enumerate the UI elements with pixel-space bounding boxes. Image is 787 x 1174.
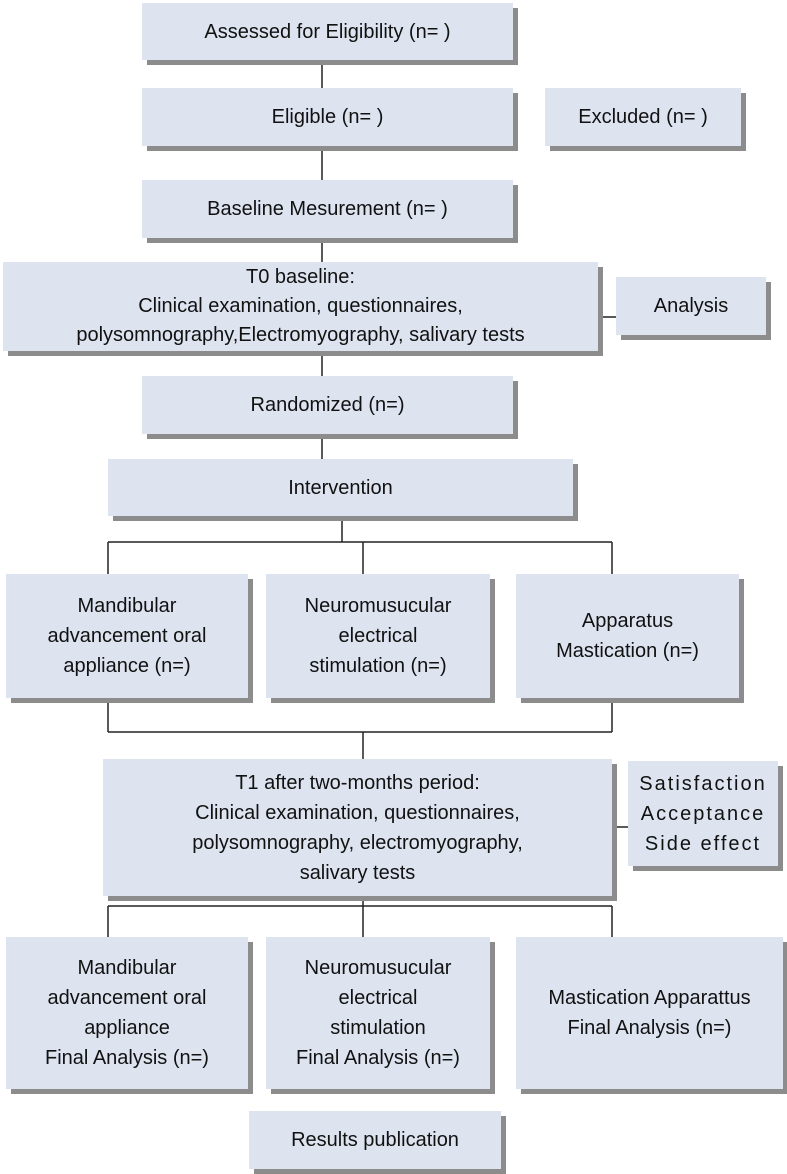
excluded-box: Excluded (n= ) (545, 88, 741, 146)
eligible-box: Eligible (n= ) (142, 88, 513, 146)
t0-line-2: Clinical examination, questionnaires, (138, 295, 463, 317)
randomized-box: Randomized (n=) (142, 376, 513, 434)
results-box: Results publication (249, 1111, 501, 1169)
assessed-label: Assessed for Eligibility (n= ) (204, 20, 451, 43)
final-neuromuscular-line-4: Final Analysis (n=) (296, 1047, 460, 1069)
t1-line-3: polysomnography, electromyography, (192, 831, 523, 854)
intervention-box: Intervention (108, 459, 573, 516)
results-label: Results publication (291, 1129, 459, 1151)
baseline-measurement-label: Baseline Mesurement (n= ) (207, 198, 448, 220)
final-neuromuscular-line-1: Neuromusucular (304, 957, 452, 979)
final-mandibular-line-1: Mandibular (77, 957, 177, 979)
final-mastication-line-2: Final Analysis (n=) (567, 1017, 732, 1039)
satisfaction-label: Satisfaction (639, 772, 767, 795)
arm-neuromuscular-line-2: electrical (338, 625, 418, 647)
final-neuromuscular-line-2: electrical (338, 987, 418, 1009)
arm-mandibular-line-3: appliance (n=) (63, 655, 191, 677)
final-mastication-box: Mastication Apparattus Final Analysis (n… (516, 937, 783, 1089)
arm-neuromuscular-line-1: Neuromusucular (304, 595, 452, 617)
final-mastication-line-1: Mastication Apparattus (548, 987, 751, 1009)
eligible-label: Eligible (n= ) (271, 106, 384, 128)
excluded-label: Excluded (n= ) (578, 106, 708, 128)
t0-line-3: polysomnography,Electromyography, saliva… (76, 324, 525, 346)
arm-neuromuscular-box: Neuromusucular electrical stimulation (n… (266, 574, 490, 698)
analysis-label: Analysis (653, 295, 729, 317)
t0-baseline-box: T0 baseline: Clinical examination, quest… (3, 262, 598, 351)
t1-line-4: salivary tests (299, 861, 416, 884)
arm-neuromuscular-line-3: stimulation (n=) (309, 655, 447, 677)
arm-mandibular-box: Mandibular advancement oral appliance (n… (6, 574, 248, 698)
t1-box: T1 after two-months period: Clinical exa… (103, 759, 612, 896)
intervention-label: Intervention (288, 476, 393, 499)
analysis-box: Analysis (616, 277, 766, 335)
t1-side-box: Satisfaction Acceptance Side effect (628, 761, 778, 866)
side-effect-label: Side effect (644, 832, 762, 855)
arm-apparatus-box: Apparatus Mastication (n=) (516, 574, 739, 698)
t0-title: T0 baseline: (246, 266, 355, 288)
final-mandibular-box: Mandibular advancement oral appliance Fi… (6, 937, 248, 1089)
final-mandibular-line-4: Final Analysis (n=) (45, 1047, 209, 1069)
final-neuromuscular-line-3: stimulation (330, 1017, 426, 1039)
final-mandibular-line-2: advancement oral (47, 987, 207, 1009)
arm-apparatus-line-1: Apparatus (581, 610, 674, 632)
final-neuromuscular-box: Neuromusucular electrical stimulation Fi… (266, 937, 490, 1089)
assessed-box: Assessed for Eligibility (n= ) (142, 3, 513, 60)
arm-apparatus-line-2: Mastication (n=) (556, 640, 699, 662)
final-mandibular-line-3: appliance (84, 1017, 170, 1039)
arm-mandibular-line-1: Mandibular (77, 595, 177, 617)
acceptance-label: Acceptance (640, 802, 766, 825)
arm-mandibular-line-2: advancement oral (47, 625, 207, 647)
randomized-label: Randomized (n=) (250, 394, 405, 416)
t1-title: T1 after two-months period: (235, 771, 480, 794)
baseline-measurement-box: Baseline Mesurement (n= ) (142, 180, 513, 238)
t1-line-2: Clinical examination, questionnaires, (195, 801, 520, 824)
